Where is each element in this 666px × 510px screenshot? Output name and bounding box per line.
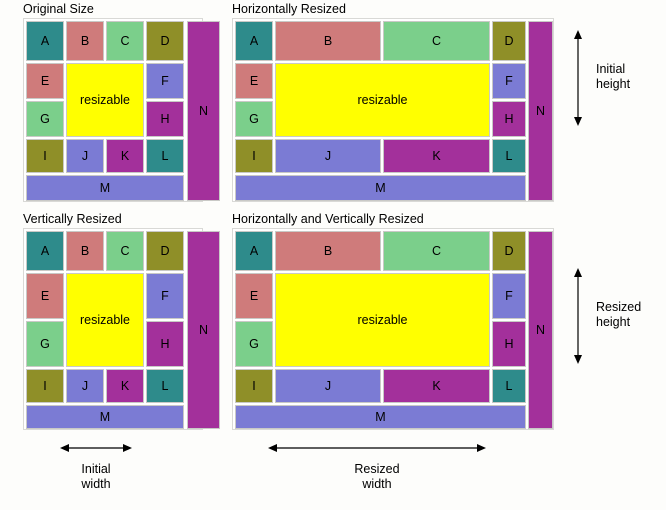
panel-title-original-size: Original Size	[23, 2, 94, 16]
cell-i[interactable]: I	[235, 369, 273, 403]
cell-m[interactable]: M	[26, 175, 184, 201]
initial-width-line1: Initial	[81, 462, 111, 476]
cell-resizable[interactable]: resizable	[275, 273, 490, 367]
cell-l[interactable]: L	[492, 139, 526, 173]
cell-m[interactable]: M	[26, 405, 184, 429]
cell-resizable[interactable]: resizable	[66, 63, 144, 137]
cell-resizable[interactable]: resizable	[66, 273, 144, 367]
initial-height-label: Initial height	[596, 62, 662, 92]
cell-n[interactable]: N	[528, 231, 553, 429]
cell-d[interactable]: D	[146, 21, 184, 61]
cell-i[interactable]: I	[26, 369, 64, 403]
layout-grid-vertically-resized: A B C D E F G H resizable I J K L M N	[23, 228, 220, 430]
layout-grid-original-size: A B C D E F G H resizable I J K L M N	[23, 18, 220, 202]
cell-h[interactable]: H	[492, 321, 526, 367]
cell-l[interactable]: L	[146, 369, 184, 403]
panel-original-size: Original Size A B C D E F G H resizable …	[23, 2, 220, 202]
cell-c[interactable]: C	[106, 21, 144, 61]
resized-height-label: Resized height	[596, 300, 666, 330]
cell-i[interactable]: I	[235, 139, 273, 173]
cell-a[interactable]: A	[235, 231, 273, 271]
resized-width-arrow	[268, 444, 486, 452]
cell-g[interactable]: G	[235, 321, 273, 367]
panel-horizontally-resized: Horizontally Resized A B C D E F G H res…	[232, 2, 562, 202]
panel-title-horizontally-resized: Horizontally Resized	[232, 2, 346, 16]
panel-vertically-resized: Vertically Resized A B C D E F G H resiz…	[23, 212, 220, 430]
resized-width-line2: width	[362, 477, 392, 491]
resized-width-line1: Resized	[354, 462, 400, 476]
cell-f[interactable]: F	[492, 63, 526, 99]
panel-title-horizontally-and-vertically-resized: Horizontally and Vertically Resized	[232, 212, 424, 226]
initial-width-arrow	[60, 444, 132, 452]
cell-n[interactable]: N	[187, 21, 220, 201]
cell-f[interactable]: F	[146, 63, 184, 99]
cell-j[interactable]: J	[275, 139, 381, 173]
cell-d[interactable]: D	[146, 231, 184, 271]
cell-h[interactable]: H	[146, 321, 184, 367]
cell-i[interactable]: I	[26, 139, 64, 173]
resized-width-label: Resized width	[268, 462, 486, 492]
cell-k[interactable]: K	[106, 369, 144, 403]
cell-e[interactable]: E	[235, 63, 273, 99]
cell-a[interactable]: A	[26, 231, 64, 271]
resized-height-arrow	[574, 268, 582, 364]
resized-height-line2: height	[596, 315, 631, 329]
panel-title-vertically-resized: Vertically Resized	[23, 212, 122, 226]
initial-height-line2: height	[596, 77, 631, 91]
cell-b[interactable]: B	[66, 21, 104, 61]
cell-g[interactable]: G	[26, 321, 64, 367]
cell-h[interactable]: H	[492, 101, 526, 137]
cell-d[interactable]: D	[492, 21, 526, 61]
cell-g[interactable]: G	[26, 101, 64, 137]
cell-h[interactable]: H	[146, 101, 184, 137]
resized-height-line1: Resized	[596, 300, 642, 314]
cell-j[interactable]: J	[275, 369, 381, 403]
cell-f[interactable]: F	[146, 273, 184, 319]
cell-j[interactable]: J	[66, 369, 104, 403]
cell-b[interactable]: B	[66, 231, 104, 271]
cell-k[interactable]: K	[106, 139, 144, 173]
cell-a[interactable]: A	[235, 21, 273, 61]
cell-l[interactable]: L	[146, 139, 184, 173]
cell-c[interactable]: C	[106, 231, 144, 271]
cell-n[interactable]: N	[187, 231, 220, 429]
cell-k[interactable]: K	[383, 139, 490, 173]
cell-a[interactable]: A	[26, 21, 64, 61]
cell-e[interactable]: E	[26, 63, 64, 99]
cell-d[interactable]: D	[492, 231, 526, 271]
cell-m[interactable]: M	[235, 405, 526, 429]
cell-k[interactable]: K	[383, 369, 490, 403]
cell-l[interactable]: L	[492, 369, 526, 403]
cell-n[interactable]: N	[528, 21, 553, 201]
layout-grid-horizontally-and-vertically-resized: A B C D E F G H resizable I J K L M N	[232, 228, 554, 430]
cell-c[interactable]: C	[383, 231, 490, 271]
cell-resizable[interactable]: resizable	[275, 63, 490, 137]
cell-b[interactable]: B	[275, 21, 381, 61]
cell-b[interactable]: B	[275, 231, 381, 271]
initial-height-line1: Initial	[596, 62, 626, 76]
cell-g[interactable]: G	[235, 101, 273, 137]
cell-j[interactable]: J	[66, 139, 104, 173]
cell-e[interactable]: E	[235, 273, 273, 319]
cell-c[interactable]: C	[383, 21, 490, 61]
initial-width-line2: width	[81, 477, 111, 491]
cell-e[interactable]: E	[26, 273, 64, 319]
initial-height-arrow	[574, 30, 582, 126]
layout-grid-horizontally-resized: A B C D E F G H resizable I J K L M N	[232, 18, 554, 202]
panel-horizontally-and-vertically-resized: Horizontally and Vertically Resized A B …	[232, 212, 562, 430]
initial-width-label: Initial width	[60, 462, 132, 492]
cell-f[interactable]: F	[492, 273, 526, 319]
cell-m[interactable]: M	[235, 175, 526, 201]
